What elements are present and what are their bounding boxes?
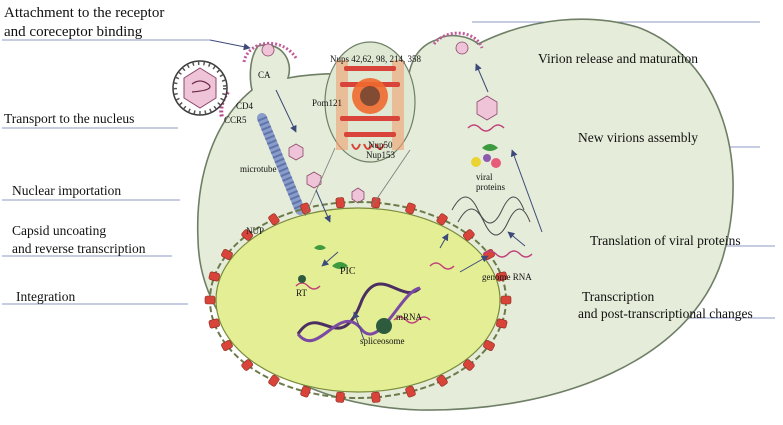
label-pic: PIC <box>340 266 356 277</box>
nuclear-pore <box>436 374 448 387</box>
nuclear-pore <box>496 318 508 329</box>
label-ccr5: CCR5 <box>224 115 247 125</box>
label-mrna: mRNA <box>396 312 423 322</box>
nuclear-pore-zoom <box>304 41 416 217</box>
nuclear-pore <box>268 213 280 226</box>
nuclear-pore <box>462 359 475 371</box>
nuclear-pore <box>221 249 233 260</box>
green-protein-left <box>314 245 326 250</box>
label-viral-proteins-line2: proteins <box>476 182 505 192</box>
step-attachment-line1: Attachment to the receptor <box>4 5 165 21</box>
process-arrows <box>209 39 543 341</box>
nuclear-pore <box>208 271 220 282</box>
rt-body <box>298 275 306 283</box>
nuclear-pore <box>371 197 381 209</box>
label-microtube: microtube <box>240 164 277 174</box>
nuclear-pore <box>371 391 381 403</box>
nuclear-pore <box>405 202 416 215</box>
nuclear-pore <box>300 385 311 398</box>
nuclear-pore <box>436 213 448 226</box>
nucleus-rna-strand-upper <box>429 262 455 270</box>
step-nuclear-import: Nuclear importation <box>12 183 122 198</box>
nuclear-pore <box>208 318 220 329</box>
nuclear-pore <box>268 374 280 387</box>
nuclear-pore <box>496 271 508 282</box>
label-rt: RT <box>296 288 307 298</box>
step-attachment-line2: and coreceptor binding <box>4 24 143 40</box>
label-nup153: Nup153 <box>366 150 395 160</box>
nuclear-pore <box>241 359 254 371</box>
cytoplasm-rna-strand <box>467 124 505 132</box>
mrna-strand <box>393 316 431 324</box>
nucleus <box>215 207 501 393</box>
label-nup50: Nup50 <box>368 140 393 150</box>
label-genome-rna: genome RNA <box>482 272 532 282</box>
nuclear-pore <box>335 197 345 209</box>
step-transport: Transport to the nucleus <box>4 111 135 126</box>
step-transcription-line2: and post-transcriptional changes <box>578 306 753 321</box>
nuclear-pore <box>241 229 254 241</box>
green-protein-nucleus <box>332 262 348 269</box>
step-release: Virion release and maturation <box>538 51 699 66</box>
step-assembly: New virions assembly <box>578 130 698 145</box>
microtubule <box>257 113 305 215</box>
step-integration: Integration <box>16 289 76 304</box>
label-nups-list: Nups 42,62, 98, 214, 358 <box>330 54 422 64</box>
viral-protein-cluster <box>471 144 501 168</box>
label-viral-proteins-line1: viral <box>476 172 493 182</box>
nucleus-rna-strand <box>295 282 321 290</box>
nuclear-pore <box>335 391 345 403</box>
genome-rna-strand <box>483 250 533 258</box>
nuclear-pore <box>500 295 512 305</box>
incoming-virion <box>172 60 228 116</box>
nuclear-pore <box>405 385 416 398</box>
label-pom121: Pom121 <box>312 98 343 108</box>
endoplasmic-reticulum <box>451 196 531 236</box>
step-transcription-line1: Transcription <box>582 289 655 304</box>
label-spliceosome: spliceosome <box>360 336 405 346</box>
nuclear-pore <box>204 295 216 305</box>
proviral-dna <box>296 282 422 343</box>
spliceosome-body <box>376 318 392 334</box>
label-nup: NUP <box>246 226 265 236</box>
label-ca: CA <box>258 70 271 80</box>
nuclear-pore <box>221 340 233 351</box>
nuclear-pore <box>483 340 495 351</box>
label-cd4: CD4 <box>236 101 254 111</box>
nuclear-pore <box>462 229 475 241</box>
budding-membrane-right <box>432 31 484 49</box>
step-uncoating-line2: and reverse transcription <box>12 241 146 256</box>
step-uncoating-line1: Capsid uncoating <box>12 223 107 238</box>
step-translation: Translation of viral proteins <box>590 233 741 248</box>
